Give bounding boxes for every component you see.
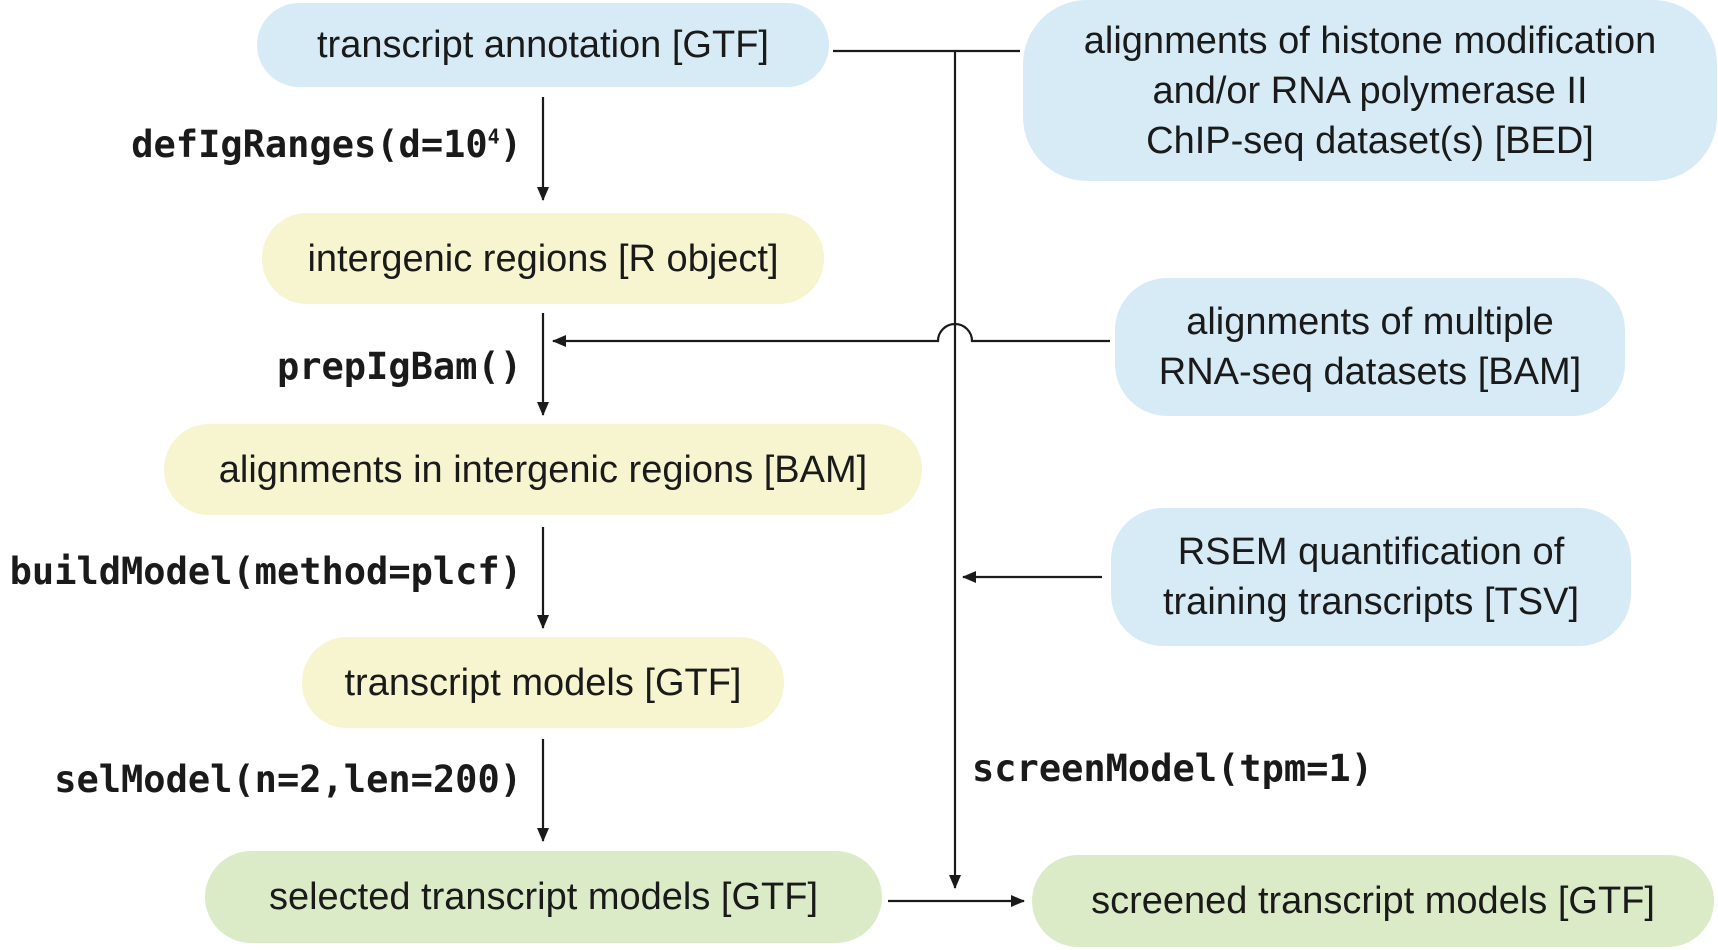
function-defIgRanges-prefix: defIgRanges(d=10 [131, 123, 488, 166]
function-defIgRanges-exponent: 4 [487, 124, 500, 149]
node-rsem-quantification: RSEM quantification of training transcri… [1111, 508, 1631, 646]
node-intergenic-alignments: alignments in intergenic regions [BAM] [164, 424, 922, 515]
node-selected-models-label: selected transcript models [GTF] [268, 876, 819, 918]
function-screenModel: screenModel(tpm=1) [972, 747, 1373, 791]
node-chipseq-alignments: alignments of histone modification and/o… [1023, 0, 1717, 181]
node-rsem-line-1: RSEM quantification of [1177, 531, 1565, 573]
node-intergenic-regions-label: intergenic regions [R object] [307, 237, 779, 280]
node-chipseq-line-1: alignments of histone modification [1083, 19, 1657, 62]
function-prepIgBam-label: prepIgBam() [276, 345, 522, 388]
function-prepIgBam: prepIgBam() [277, 345, 522, 389]
node-rnaseq-line-2: RNA-seq datasets [BAM] [1158, 351, 1582, 393]
node-screened-models: screened transcript models [GTF] [1032, 855, 1714, 947]
node-rnaseq-line-1: alignments of multiple [1186, 301, 1554, 343]
node-transcript-annotation-label: transcript annotation [GTF] [317, 24, 769, 66]
function-defIgRanges-suffix: ) [499, 123, 522, 166]
arrow-rnaseq-to-prepIgBam [552, 322, 1110, 347]
node-intergenic-alignments-label: alignments in intergenic regions [BAM] [218, 448, 868, 491]
node-intergenic-regions: intergenic regions [R object] [262, 213, 824, 304]
function-buildModel: buildModel(method=plcf) [10, 550, 522, 594]
function-screenModel-label: screenModel(tpm=1) [972, 747, 1373, 790]
function-buildModel-label: buildModel(method=plcf) [9, 550, 522, 593]
node-chipseq-line-3: ChIP-seq dataset(s) [BED] [1146, 119, 1594, 162]
node-rnaseq-alignments: alignments of multiple RNA-seq datasets … [1115, 278, 1625, 416]
node-transcript-annotation: transcript annotation [GTF] [257, 3, 829, 87]
node-rsem-line-2: training transcripts [TSV] [1162, 581, 1580, 623]
function-selModel-label: selModel(n=2,len=200) [54, 758, 522, 801]
function-selModel: selModel(n=2,len=200) [54, 758, 522, 802]
node-transcript-models-label: transcript models [GTF] [344, 661, 742, 704]
node-transcript-models: transcript models [GTF] [302, 637, 784, 728]
node-screened-models-label: screened transcript models [GTF] [1091, 880, 1655, 922]
node-chipseq-line-2: and/or RNA polymerase II [1152, 69, 1588, 112]
node-selected-models: selected transcript models [GTF] [205, 851, 882, 943]
function-defIgRanges: defIgRanges(d=104) [131, 123, 522, 167]
